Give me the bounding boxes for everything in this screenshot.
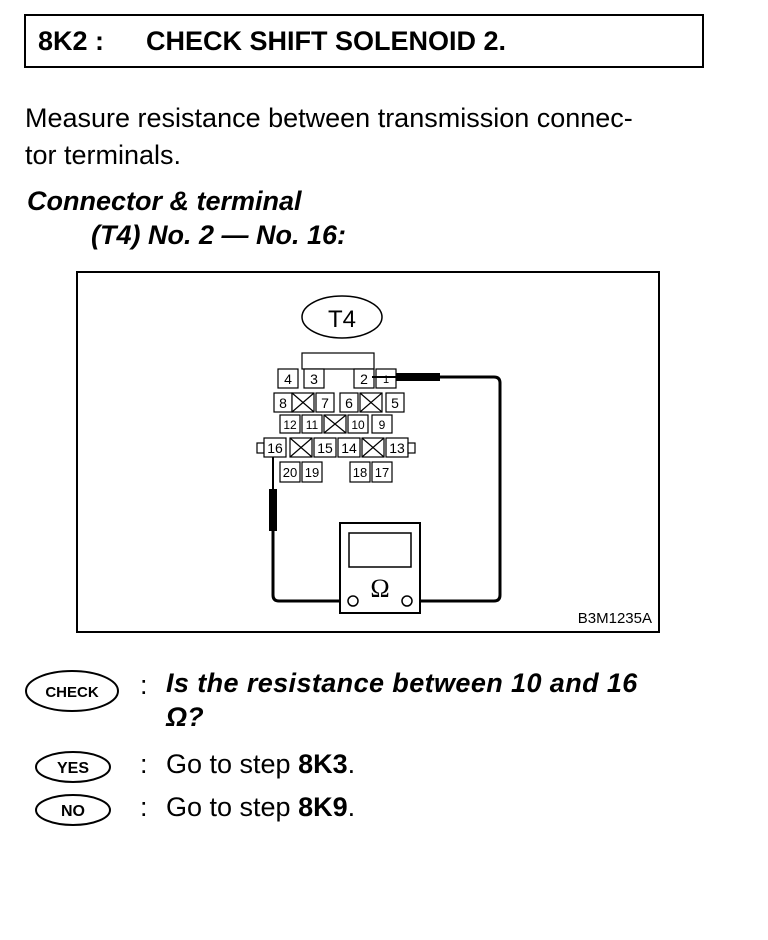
probe-2: [396, 373, 440, 381]
blank-cross: [289, 437, 313, 458]
instruction-paragraph: Measure resistance between transmission …: [25, 100, 725, 174]
terminal-4: 4: [284, 371, 292, 387]
probe-lead-16: [271, 531, 352, 603]
terminal-8: 8: [279, 395, 287, 411]
check-question-line-2: Ω?: [166, 702, 204, 732]
check-question: Is the resistance between 10 and 16 Ω?: [166, 666, 638, 734]
terminal-17: 17: [375, 465, 389, 480]
terminal-10-cell: [347, 414, 369, 434]
side-tab-right: [407, 442, 416, 454]
no-colon: :: [140, 792, 148, 822]
terminal-4-cell: [277, 368, 299, 389]
blank-cross: [323, 414, 347, 434]
yes-period: .: [347, 749, 356, 779]
blank-cross: [361, 437, 385, 458]
connector-terminals: (T4) No. 2 — No. 16:: [91, 220, 347, 250]
yes-badge-label: YES: [57, 760, 89, 777]
no-period: .: [347, 792, 356, 822]
step-title: CHECK SHIFT SOLENOID 2.: [146, 26, 507, 56]
ohmmeter-display: [348, 532, 412, 568]
connector-label-ellipse: [301, 295, 383, 339]
terminal-11-cell: [301, 414, 323, 434]
check-row: CHECK : Is the resistance between 10 and…: [0, 664, 768, 744]
terminal-16: 16: [267, 440, 283, 456]
check-colon: :: [140, 670, 148, 700]
terminal-11: 11: [306, 418, 319, 432]
terminal-15: 15: [317, 440, 333, 456]
instruction-line-2: tor terminals.: [25, 140, 182, 170]
connector-label: T4: [328, 306, 356, 333]
terminal-3-cell: [303, 368, 325, 389]
connector-heading: Connector & terminal: [27, 186, 302, 216]
terminal-5: 5: [391, 395, 399, 411]
terminal-16-cell: [263, 437, 287, 458]
terminal-20: 20: [283, 465, 297, 480]
no-badge-label: NO: [61, 803, 85, 820]
instruction-line-1: Measure resistance between transmission …: [25, 103, 633, 133]
check-badge-label: CHECK: [45, 684, 99, 701]
check-question-line-1: Is the resistance between 10 and 16: [166, 668, 638, 698]
terminal-14-cell: [337, 437, 361, 458]
terminal-1: 1: [383, 374, 389, 386]
connector-latch: [301, 352, 375, 370]
probe-lead-2: [416, 375, 502, 603]
terminal-9-cell: [371, 414, 393, 434]
terminal-9: 9: [379, 418, 386, 432]
terminal-12: 12: [283, 418, 297, 432]
terminal-6: 6: [345, 395, 353, 411]
no-badge: NO: [35, 794, 111, 826]
terminal-20-cell: [279, 461, 301, 483]
terminal-18-cell: [349, 461, 371, 483]
yes-row: YES : Go to step 8K3.: [0, 745, 768, 785]
probe-16: [269, 489, 277, 531]
terminal-13: 13: [389, 440, 405, 456]
yes-colon: :: [140, 749, 148, 779]
yes-badge: YES: [35, 751, 111, 783]
terminal-10: 10: [351, 418, 365, 432]
yes-step-link[interactable]: 8K3: [298, 749, 348, 779]
terminal-14: 14: [341, 440, 357, 456]
terminal-5-cell: [385, 392, 405, 413]
connector-diagram: T4 4 3 2 1 8 7 6 5: [76, 271, 660, 633]
terminal-2-cell: [353, 368, 375, 389]
terminal-7: 7: [321, 395, 329, 411]
figure-code: B3M1235A: [578, 610, 652, 627]
blank-cross: [291, 392, 315, 413]
terminal-18: 18: [353, 465, 367, 480]
wiring-figure: T4 4 3 2 1 8 7 6 5: [76, 271, 660, 633]
no-answer: Go to step 8K9.: [166, 792, 355, 823]
no-row: NO : Go to step 8K9.: [0, 788, 768, 828]
terminal-6-cell: [339, 392, 359, 413]
terminal-12-cell: [279, 414, 301, 434]
step-number: 8K2 :: [38, 26, 105, 56]
no-answer-text: Go to step: [166, 792, 299, 822]
ohm-symbol: Ω: [370, 574, 389, 603]
terminal-15-cell: [313, 437, 337, 458]
ohmmeter-jack-right: [401, 595, 413, 607]
yes-answer: Go to step 8K3.: [166, 749, 355, 780]
side-tab-left: [256, 442, 265, 454]
terminal-17-cell: [371, 461, 393, 483]
yes-answer-text: Go to step: [166, 749, 299, 779]
terminal-19: 19: [305, 465, 319, 480]
check-badge: CHECK: [25, 670, 119, 712]
no-step-link[interactable]: 8K9: [298, 792, 348, 822]
ohmmeter-jack-left: [347, 595, 359, 607]
terminal-7-cell: [315, 392, 335, 413]
terminal-3: 3: [310, 371, 318, 387]
step-title-box: 8K2 : CHECK SHIFT SOLENOID 2.: [24, 14, 704, 68]
connector-spec: Connector & terminal (T4) No. 2 — No. 16…: [27, 184, 346, 252]
blank-cross: [359, 392, 383, 413]
terminal-2: 2: [360, 371, 368, 387]
terminal-19-cell: [301, 461, 323, 483]
